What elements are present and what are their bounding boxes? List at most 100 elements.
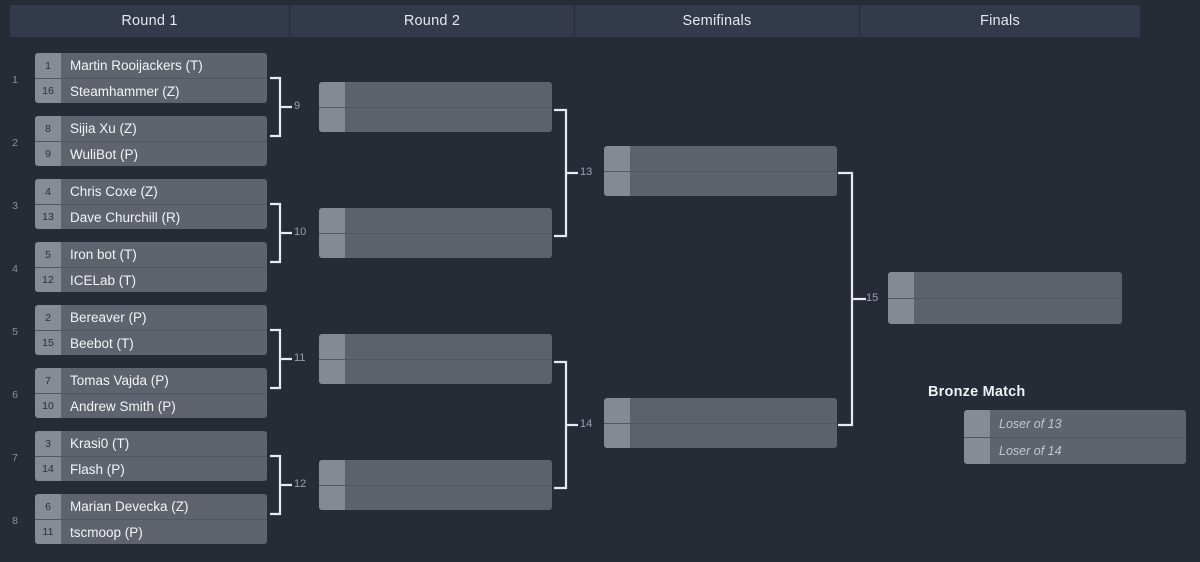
seed-label: 12 (35, 268, 61, 292)
match-index-5: 5 (12, 326, 18, 338)
seed-label (604, 146, 630, 171)
match-box-8[interactable]: 6 Marian Devecka (Z) 11 tscmoop (P) (35, 494, 267, 544)
match-slot[interactable] (319, 334, 552, 359)
match-slot[interactable]: Loser of 13 (964, 410, 1186, 437)
match-slot[interactable]: 5 Iron bot (T) (35, 242, 267, 267)
match-slot[interactable] (319, 208, 552, 233)
match-slot[interactable] (604, 398, 837, 423)
seed-label (319, 108, 345, 132)
match-box-2[interactable]: 8 Sijia Xu (Z) 9 WuliBot (P) (35, 116, 267, 166)
player-name: Sijia Xu (Z) (61, 116, 267, 141)
match-index-3: 3 (12, 200, 18, 212)
seed-label (604, 398, 630, 423)
match-slot[interactable]: 16 Steamhammer (Z) (35, 78, 267, 103)
match-slot[interactable]: 9 WuliBot (P) (35, 141, 267, 166)
match-slot[interactable]: 7 Tomas Vajda (P) (35, 368, 267, 393)
match-slot[interactable] (888, 298, 1122, 324)
player-name (345, 82, 552, 107)
match-box-10[interactable] (319, 208, 552, 258)
match-index-7: 7 (12, 452, 18, 464)
seed-label: 3 (35, 431, 61, 456)
player-name (345, 460, 552, 485)
player-name (345, 208, 552, 233)
match-slot[interactable]: 14 Flash (P) (35, 456, 267, 481)
player-name (345, 360, 552, 384)
match-slot[interactable] (319, 233, 552, 258)
match-box-14[interactable] (604, 398, 837, 448)
connector-label-13: 13 (580, 166, 593, 178)
match-box-15[interactable] (888, 272, 1122, 324)
player-name: Flash (P) (61, 457, 267, 481)
match-slot[interactable]: 10 Andrew Smith (P) (35, 393, 267, 418)
match-box-9[interactable] (319, 82, 552, 132)
match-index-4: 4 (12, 263, 18, 275)
seed-label: 13 (35, 205, 61, 229)
match-slot[interactable]: 13 Dave Churchill (R) (35, 204, 267, 229)
seed-label (964, 438, 990, 464)
match-slot[interactable]: 3 Krasi0 (T) (35, 431, 267, 456)
match-slot[interactable] (319, 460, 552, 485)
player-name: ICELab (T) (61, 268, 267, 292)
match-slot[interactable]: 11 tscmoop (P) (35, 519, 267, 544)
player-name (630, 424, 837, 448)
match-box-4[interactable]: 5 Iron bot (T) 12 ICELab (T) (35, 242, 267, 292)
player-name (914, 299, 1122, 324)
seed-label: 10 (35, 394, 61, 418)
seed-label: 14 (35, 457, 61, 481)
match-slot[interactable] (319, 107, 552, 132)
match-slot[interactable]: 12 ICELab (T) (35, 267, 267, 292)
player-name (914, 272, 1122, 298)
match-slot[interactable]: 1 Martin Rooijackers (T) (35, 53, 267, 78)
match-box-13[interactable] (604, 146, 837, 196)
match-slot[interactable] (604, 171, 837, 196)
player-name: Loser of 14 (990, 438, 1186, 464)
seed-label: 11 (35, 520, 61, 544)
match-box-11[interactable] (319, 334, 552, 384)
match-slot[interactable] (888, 272, 1122, 298)
player-name: Marian Devecka (Z) (61, 494, 267, 519)
match-slot[interactable]: 4 Chris Coxe (Z) (35, 179, 267, 204)
seed-label: 16 (35, 79, 61, 103)
round-header-round-1[interactable]: Round 1 (10, 5, 290, 37)
round-header-finals[interactable]: Finals (860, 5, 1140, 37)
match-box-6[interactable]: 7 Tomas Vajda (P) 10 Andrew Smith (P) (35, 368, 267, 418)
seed-label (319, 82, 345, 107)
match-slot[interactable] (604, 146, 837, 171)
seed-label: 4 (35, 179, 61, 204)
connector-label-9: 9 (294, 100, 301, 112)
player-name (345, 334, 552, 359)
seed-label (319, 234, 345, 258)
bronze-match-box[interactable]: Loser of 13 Loser of 14 (964, 410, 1186, 464)
player-name: Iron bot (T) (61, 242, 267, 267)
seed-label (604, 172, 630, 196)
match-box-5[interactable]: 2 Bereaver (P) 15 Beebot (T) (35, 305, 267, 355)
match-index-1: 1 (12, 74, 18, 86)
player-name: Andrew Smith (P) (61, 394, 267, 418)
match-slot[interactable]: 6 Marian Devecka (Z) (35, 494, 267, 519)
match-box-1[interactable]: 1 Martin Rooijackers (T) 16 Steamhammer … (35, 53, 267, 103)
round-header-round-2[interactable]: Round 2 (290, 5, 575, 37)
match-slot[interactable] (604, 423, 837, 448)
player-name: Dave Churchill (R) (61, 205, 267, 229)
seed-label: 1 (35, 53, 61, 78)
match-slot[interactable]: 2 Bereaver (P) (35, 305, 267, 330)
match-slot[interactable]: 8 Sijia Xu (Z) (35, 116, 267, 141)
player-name: Martin Rooijackers (T) (61, 53, 267, 78)
player-name (345, 486, 552, 510)
seed-label (319, 460, 345, 485)
seed-label (319, 334, 345, 359)
match-slot[interactable] (319, 485, 552, 510)
match-box-3[interactable]: 4 Chris Coxe (Z) 13 Dave Churchill (R) (35, 179, 267, 229)
match-slot[interactable] (319, 359, 552, 384)
round-header-semifinals[interactable]: Semifinals (575, 5, 860, 37)
match-index-2: 2 (12, 137, 18, 149)
match-box-7[interactable]: 3 Krasi0 (T) 14 Flash (P) (35, 431, 267, 481)
seed-label: 9 (35, 142, 61, 166)
match-box-12[interactable] (319, 460, 552, 510)
seed-label (319, 486, 345, 510)
seed-label: 5 (35, 242, 61, 267)
match-slot[interactable]: Loser of 14 (964, 437, 1186, 464)
match-slot[interactable] (319, 82, 552, 107)
player-name: Loser of 13 (990, 410, 1186, 437)
match-slot[interactable]: 15 Beebot (T) (35, 330, 267, 355)
